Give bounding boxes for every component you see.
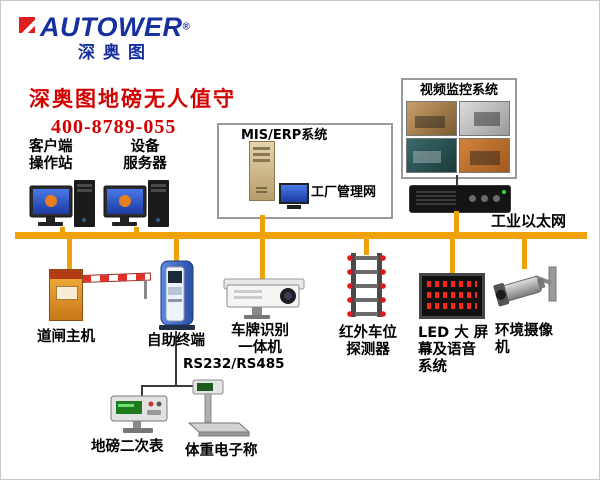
- infrared-detector-icon: [347, 253, 386, 317]
- connector-bus-to-kiosk: [174, 239, 179, 261]
- electronic-scale-icon: [187, 379, 251, 437]
- kiosk-label: 自助终端: [147, 333, 205, 349]
- video-surveillance-title: 视频监控系统: [419, 83, 498, 98]
- environment-camera-label: 环境摄像机: [495, 323, 553, 356]
- camera-feed-2: [459, 101, 510, 136]
- serial-protocol-label: RS232/RS485: [183, 356, 285, 372]
- wire-kiosk-down: [175, 331, 177, 387]
- brand-name: AUTOWER: [40, 12, 183, 42]
- client-station-label: 客户端操作站: [29, 139, 73, 172]
- connector-bus-to-lpr: [260, 239, 265, 279]
- client-computer-icon: [29, 180, 95, 227]
- phone-number: 400-8789-055: [51, 116, 177, 138]
- diagram-title: 深奥图地磅无人值守: [29, 87, 236, 111]
- factory-network-label: 工厂管理网: [311, 185, 377, 200]
- mis-erp-box: MIS/ERP系统 工厂管理网: [217, 123, 393, 219]
- barrier-gate-label: 道闸主机: [37, 329, 95, 345]
- connector-bus-to-envcam: [522, 239, 527, 269]
- camera-thumbnails: [406, 101, 510, 173]
- camera-feed-1: [406, 101, 457, 136]
- connector-mis-to-bus: [260, 215, 265, 234]
- weighbridge-indicator-icon: [110, 395, 168, 433]
- weighbridge-indicator-label: 地磅二次表: [91, 439, 164, 455]
- connector-video-to-dvr: [456, 175, 458, 185]
- environment-camera-icon: [493, 266, 557, 307]
- lpr-camera-icon: [223, 278, 305, 319]
- camera-feed-4: [459, 138, 510, 173]
- server-computer-icon: [103, 180, 169, 227]
- video-surveillance-box: 视频监控系统: [401, 78, 517, 179]
- brand-logo: AUTOWER® 深奥图: [19, 13, 190, 63]
- dvr-recorder-icon: [409, 185, 511, 213]
- mis-erp-title: MIS/ERP系统: [241, 128, 328, 143]
- logo-mark-icon: [19, 17, 35, 33]
- registered-mark: ®: [182, 21, 190, 33]
- connector-dvr-to-bus: [454, 211, 459, 234]
- management-terminal-icon: [279, 183, 309, 209]
- connector-bus-to-led: [450, 239, 455, 273]
- erp-server-icon: [249, 141, 275, 201]
- wire-branch-horizontal: [141, 385, 219, 387]
- connector-client-to-bus: [60, 227, 65, 234]
- connector-bus-to-infrared: [364, 239, 369, 255]
- led-screen-label: LED 大 屏幕及语音系统: [418, 325, 489, 375]
- connector-server-to-bus: [134, 227, 139, 234]
- connector-bus-to-barrier: [67, 239, 72, 269]
- brand-subtitle: 深奥图: [78, 43, 153, 63]
- infrared-detector-label: 红外车位探测器: [339, 325, 397, 358]
- led-screen-icon: [419, 273, 485, 319]
- kiosk-icon: [159, 260, 195, 330]
- lpr-camera-label: 车牌识别一体机: [231, 323, 289, 356]
- electronic-scale-label: 体重电子称: [185, 443, 258, 459]
- industrial-ethernet-bus: [15, 232, 587, 239]
- server-label: 设备服务器: [123, 139, 167, 172]
- ethernet-label: 工业以太网: [491, 212, 567, 230]
- wire-to-indicator: [141, 385, 143, 399]
- camera-feed-3: [406, 138, 457, 173]
- barrier-gate-icon: [41, 261, 155, 325]
